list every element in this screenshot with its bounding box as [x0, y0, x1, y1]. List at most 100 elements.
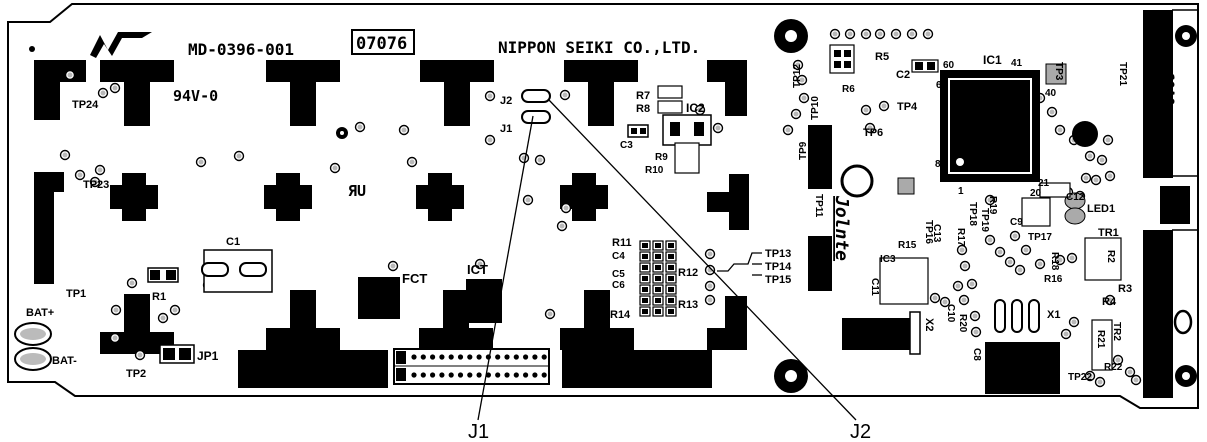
label-r22: R22 — [1104, 362, 1123, 373]
via — [1004, 256, 1016, 268]
l-contact-pad — [707, 296, 747, 350]
via — [559, 89, 571, 101]
cross-contact-pad — [110, 173, 158, 221]
via — [1102, 134, 1114, 146]
via — [522, 194, 534, 206]
label-c3: C3 — [620, 140, 633, 151]
via — [704, 264, 716, 276]
resistor-pad-fill — [668, 298, 674, 303]
label-n60: 60 — [943, 60, 955, 71]
inverted-t-contact-pad — [266, 290, 340, 350]
via — [354, 121, 366, 133]
via — [233, 150, 245, 162]
label-c8: C8 — [971, 348, 982, 361]
label-r21: R21 — [1095, 330, 1106, 349]
label-r9: R9 — [655, 152, 668, 163]
label-ic2: IC2 — [686, 101, 705, 115]
via — [560, 202, 572, 214]
via — [798, 92, 810, 104]
via — [1104, 294, 1116, 306]
via — [484, 134, 496, 146]
via — [59, 149, 71, 161]
t-contact-pad — [100, 60, 174, 126]
via — [966, 278, 978, 290]
via — [387, 260, 399, 272]
via — [97, 87, 109, 99]
resistor-pad-fill — [668, 243, 674, 248]
header-pin — [504, 354, 510, 360]
header-pin — [430, 372, 436, 378]
via — [969, 310, 981, 322]
via — [157, 312, 169, 324]
via — [1080, 172, 1092, 184]
label-tp24: TP24 — [72, 99, 99, 111]
label-r5: R5 — [875, 51, 889, 63]
via — [922, 28, 934, 40]
label-r16: R16 — [1044, 274, 1063, 285]
header-mark-0: 0 — [398, 369, 405, 382]
via — [89, 176, 101, 188]
bar-contact-pad — [34, 172, 64, 192]
via — [1124, 366, 1136, 378]
label-r3: R3 — [1118, 283, 1132, 295]
resistor-pad-fill — [655, 254, 661, 259]
label-c9: C9 — [1010, 217, 1023, 228]
resistor-pad-fill — [655, 298, 661, 303]
via — [556, 220, 568, 232]
label-tp14: TP14 — [765, 261, 792, 273]
label-tp18: TP18 — [967, 202, 978, 226]
label-tp1: TP1 — [66, 288, 86, 300]
header-pin — [485, 372, 491, 378]
cross-contact-pad — [560, 173, 608, 221]
header-pin — [448, 354, 454, 360]
via — [544, 308, 556, 320]
label-c6: C6 — [612, 280, 625, 291]
label-tr2: TR2 — [1111, 322, 1122, 341]
label-tp2: TP2 — [126, 368, 146, 380]
via — [329, 162, 341, 174]
via — [984, 234, 996, 246]
via — [398, 124, 410, 136]
label-tp6: TP6 — [863, 127, 883, 139]
via — [878, 100, 890, 112]
via — [860, 28, 872, 40]
label-c5: C5 — [612, 269, 625, 280]
header-pin — [532, 372, 538, 378]
header-pin — [411, 354, 417, 360]
label-r12: R12 — [678, 267, 698, 279]
via — [1009, 230, 1021, 242]
via — [790, 108, 802, 120]
via — [109, 332, 121, 344]
header-pin — [476, 372, 482, 378]
via — [474, 258, 486, 270]
via — [712, 122, 724, 134]
right-contact-pad — [707, 174, 749, 230]
label-tp13: TP13 — [765, 248, 791, 260]
via — [1020, 244, 1032, 256]
header-pin — [457, 372, 464, 378]
pin-header — [393, 348, 550, 385]
via — [952, 280, 964, 292]
callout-j2: J2 — [850, 421, 871, 442]
l-contact-pad — [707, 60, 747, 116]
mounting-holes — [29, 19, 808, 393]
via — [970, 326, 982, 338]
label-c10: C10 — [945, 304, 956, 323]
header-pin — [541, 354, 547, 360]
side-code: C0A0 — [1160, 72, 1176, 106]
label-c11: C11 — [869, 278, 880, 296]
resistor-pad-fill — [642, 254, 648, 259]
via — [1014, 264, 1026, 276]
header-pin — [523, 372, 529, 378]
via — [64, 69, 76, 81]
via — [1130, 374, 1142, 386]
via — [994, 246, 1006, 258]
label-r20: R20 — [957, 314, 968, 333]
label-n41: 41 — [1011, 58, 1023, 69]
resistor-pad-fill — [655, 309, 661, 314]
via — [956, 244, 968, 256]
via — [1084, 150, 1096, 162]
via — [94, 164, 106, 176]
header-pin — [420, 354, 426, 360]
resistor-pad-fill — [655, 265, 661, 270]
